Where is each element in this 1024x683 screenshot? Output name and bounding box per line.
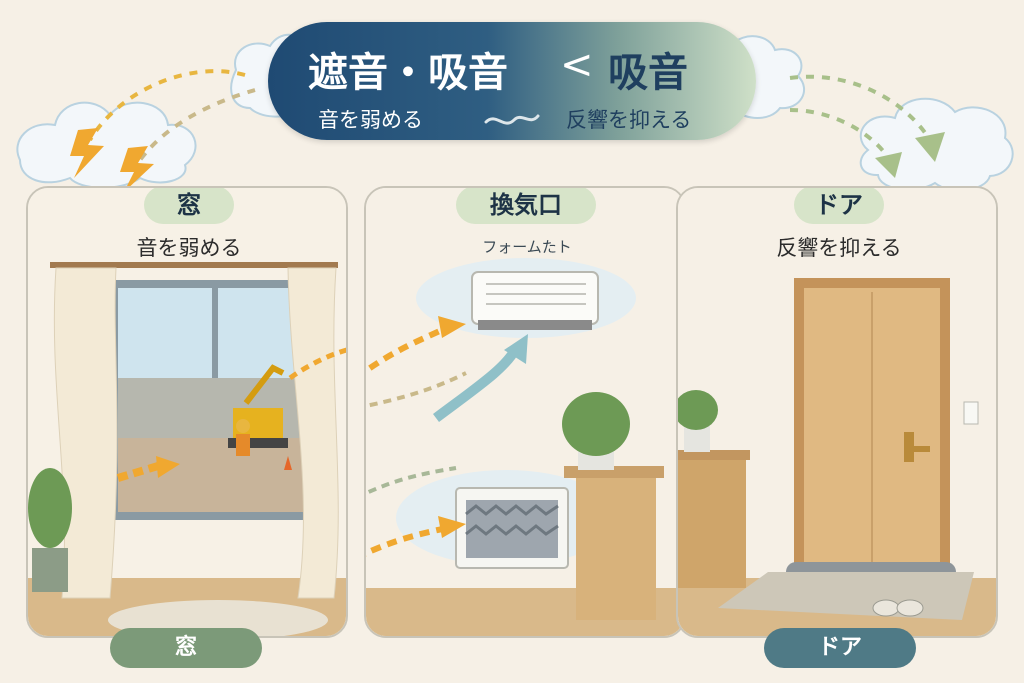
door-illustration (678, 188, 996, 636)
subtitle-left: 音を弱める (318, 108, 423, 132)
panel-vent: 換気口 フォームたト (364, 186, 686, 638)
dashed-arrow-top-left-2 (138, 88, 256, 162)
door-caption: 反響を抑える (776, 236, 902, 260)
title-main: 遮音・吸音 (308, 50, 508, 96)
window-caption: 音を弱める (136, 236, 242, 260)
left-cloud (16, 101, 197, 189)
window-bottom-label: 窓 (110, 628, 262, 668)
window-illustration (28, 188, 346, 636)
door-label: ドア (794, 188, 884, 224)
lightning-icon-2 (120, 146, 154, 192)
window-label: 窓 (144, 188, 234, 224)
panel-door: ドア 反響を抑える (676, 186, 998, 638)
dashed-arrow-top-left-1 (88, 69, 246, 142)
vent-caption: フォームたト (482, 238, 572, 256)
subtitle-right: 反響を抑える (566, 108, 692, 132)
lightning-icon-1 (70, 128, 104, 178)
title-secondary: 吸音 (608, 50, 688, 96)
vent-label: 換気口 (456, 188, 596, 224)
dashed-arrow-top-right-1 (789, 74, 932, 142)
door-bottom-label: ドア (764, 628, 916, 668)
panel-window: 窓 音を弱める (26, 186, 348, 638)
vent-illustration (366, 188, 684, 636)
wave-icon (484, 114, 540, 125)
bracket-glyph: < (560, 42, 594, 88)
